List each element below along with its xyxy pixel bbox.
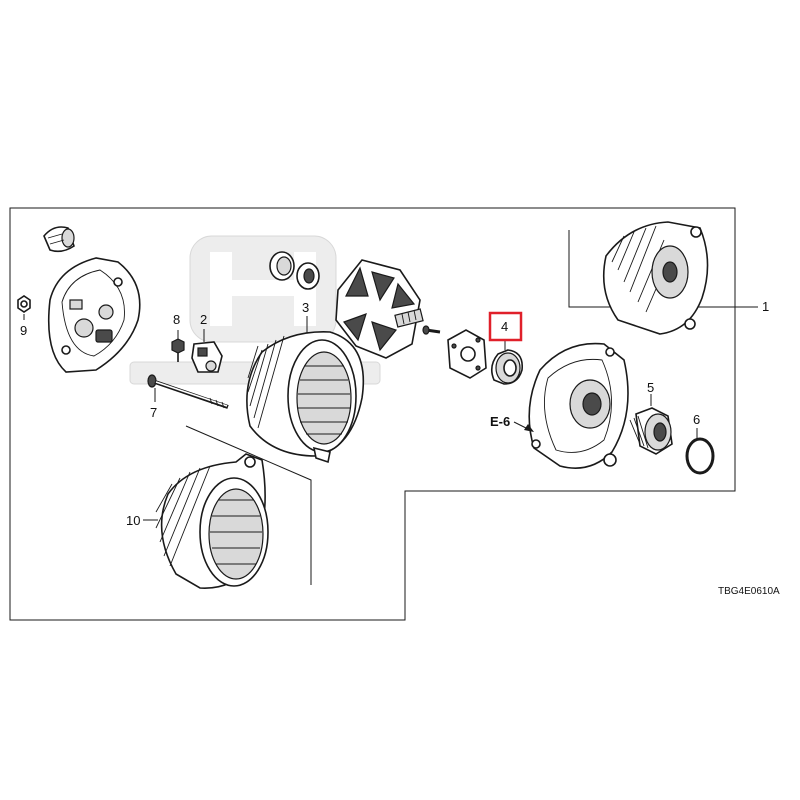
- rubber-boot-part: [43, 226, 75, 253]
- callout-2: 2: [200, 312, 207, 327]
- diagram-code: TBG4E0610A: [718, 586, 780, 597]
- callout-5: 5: [647, 380, 654, 395]
- callout-4: 4: [501, 319, 508, 334]
- pulley-part-5: [629, 394, 673, 455]
- callout-1: 1: [762, 299, 769, 314]
- callout-3: 3: [302, 300, 309, 315]
- rear-cover-part: [47, 257, 141, 373]
- nut-part-9: [17, 295, 31, 320]
- callout-9: 9: [20, 323, 27, 338]
- callout-10-bracket: [185, 425, 312, 585]
- reference-e6-arrowhead: [524, 424, 534, 432]
- front-bracket-part: [528, 342, 629, 469]
- callout-6: 6: [693, 412, 700, 427]
- part-4-highlight-box: [488, 311, 523, 342]
- insulator-part-2: [191, 329, 223, 373]
- rotor-part: [335, 259, 424, 359]
- bolt-part-8: [171, 330, 185, 362]
- bearing-part-4: [490, 340, 524, 385]
- through-bolt-part-7: [147, 374, 229, 409]
- stator-part-3: [246, 316, 365, 464]
- assembly-outline: [9, 207, 736, 621]
- callout-10: 10: [126, 513, 140, 528]
- rear-bearing-part: [269, 251, 320, 290]
- housing-part-10: [155, 453, 269, 589]
- alternator-assembly-part-1: [602, 221, 709, 335]
- callout-8: 8: [173, 312, 180, 327]
- callout-7: 7: [150, 405, 157, 420]
- o-ring-part-6: [685, 428, 715, 475]
- retainer-plate-part: [422, 325, 487, 379]
- reference-e6: E-6: [490, 414, 510, 429]
